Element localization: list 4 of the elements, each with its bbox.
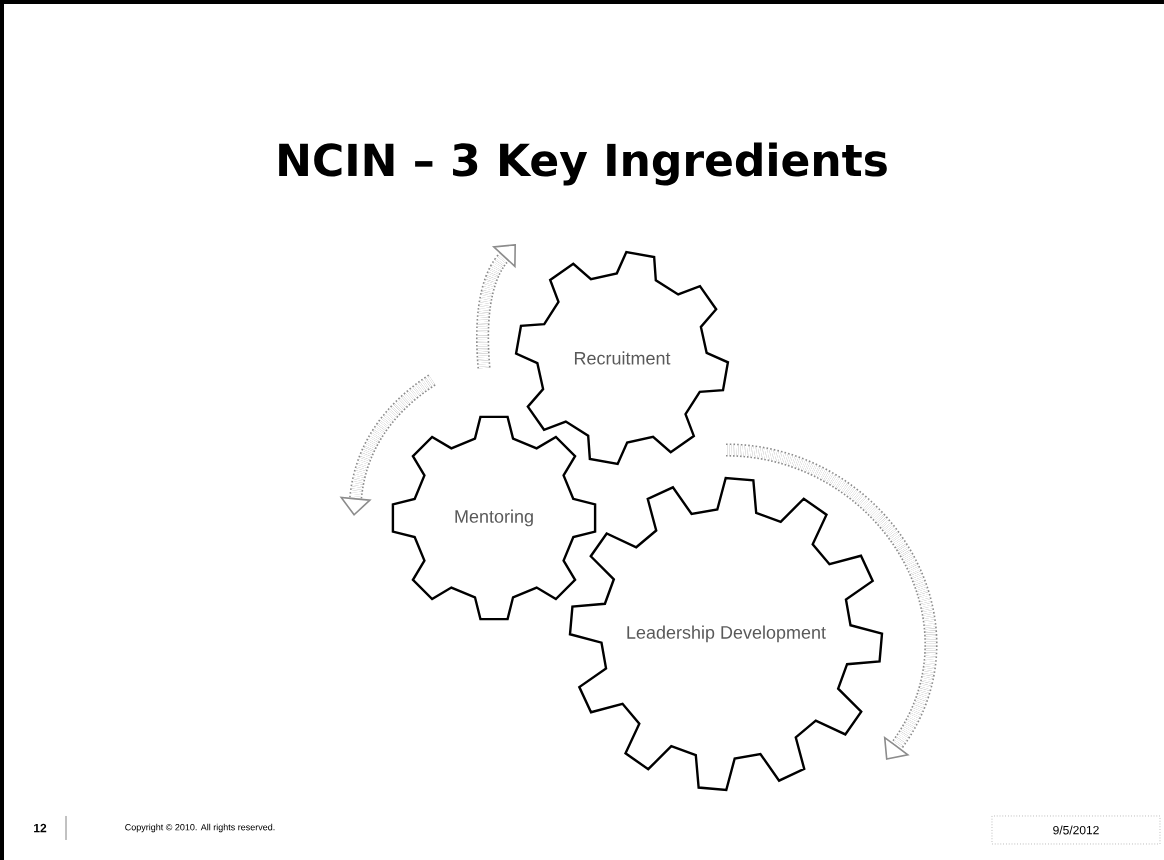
gear: Mentoring [391,415,597,621]
gear: Leadership Development [568,476,884,792]
gear: Recruitment [514,250,730,466]
title: NCIN – 3 Key Ingredients [279,142,887,186]
